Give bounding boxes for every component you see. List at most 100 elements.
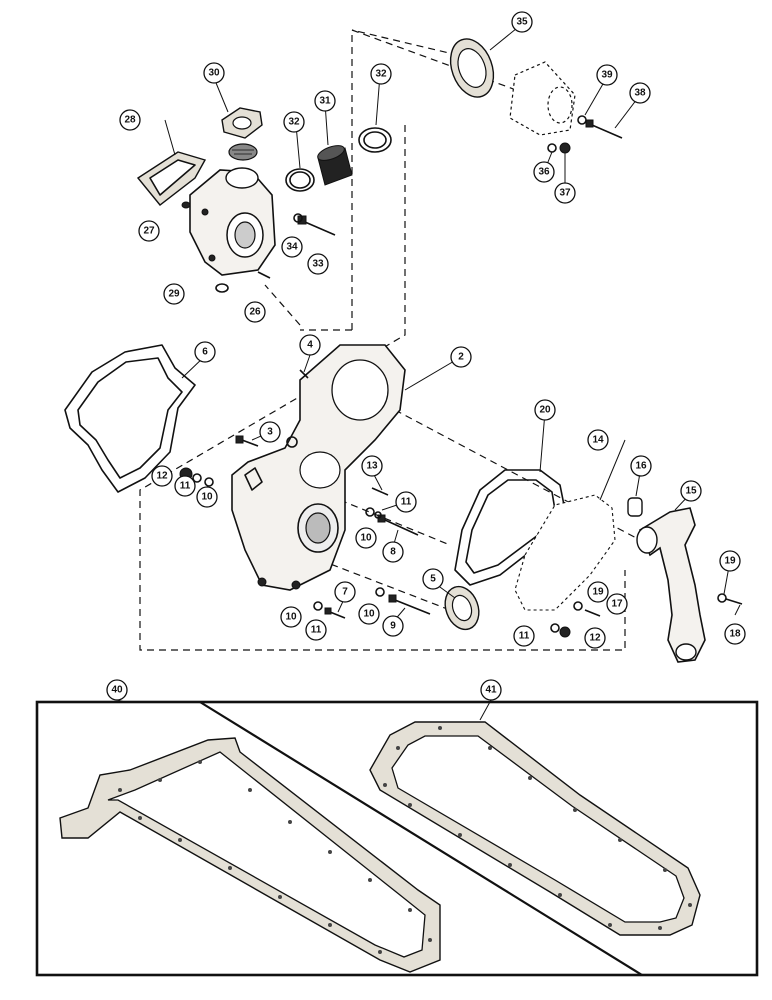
bolt-7 [324, 607, 346, 619]
callout-11a: 11 [174, 475, 196, 497]
callout-37: 37 [554, 182, 576, 204]
svg-text:11: 11 [519, 631, 530, 642]
timing-gasket-6 [64, 344, 196, 493]
svg-text:28: 28 [124, 115, 136, 126]
callout-18: 18 [724, 623, 746, 645]
svg-text:26: 26 [249, 307, 261, 318]
svg-text:40: 40 [111, 685, 123, 696]
svg-text:6: 6 [202, 347, 208, 358]
callout-10a: 10 [196, 486, 218, 508]
callout-11d: 11 [513, 625, 535, 647]
svg-text:20: 20 [539, 405, 551, 416]
bolt-18 [717, 593, 743, 605]
svg-text:18: 18 [729, 629, 741, 640]
svg-text:15: 15 [685, 486, 697, 497]
washer-36 [547, 143, 557, 153]
callout-36: 36 [533, 161, 555, 183]
nut-37 [559, 142, 571, 154]
gasket-kit-box [35, 700, 759, 977]
bolt-8 [377, 514, 419, 536]
plug-27 [181, 201, 191, 209]
callout-9: 9 [382, 615, 404, 637]
callout-28: 28 [119, 109, 141, 131]
thermostat-screen [228, 143, 258, 161]
bolt-9 [388, 594, 431, 615]
callout-16: 16 [630, 455, 652, 477]
seal-35 [449, 38, 495, 98]
callout-12a: 12 [151, 465, 173, 487]
svg-text:10: 10 [360, 533, 372, 544]
svg-text:12: 12 [156, 471, 168, 482]
callout-27: 27 [138, 220, 160, 242]
callout-32b: 32 [370, 63, 392, 85]
hose-clamp-32a [285, 168, 315, 192]
svg-text:34: 34 [286, 242, 298, 253]
svg-text:36: 36 [538, 167, 550, 178]
svg-text:4: 4 [307, 340, 313, 351]
hardware-19-17 [550, 601, 601, 638]
bolt-38 [585, 119, 623, 139]
callout-29: 29 [163, 283, 185, 305]
svg-text:14: 14 [592, 435, 604, 446]
bolt-13 [371, 487, 389, 496]
callout-40: 40 [106, 679, 128, 701]
callout-6: 6 [194, 341, 216, 363]
stud-26 [257, 271, 271, 279]
svg-text:27: 27 [143, 226, 155, 237]
callout-3: 3 [259, 421, 281, 443]
callout-5: 5 [422, 568, 444, 590]
gasket-30 [221, 107, 263, 139]
callout-4: 4 [299, 334, 321, 356]
callout-11b: 11 [395, 491, 417, 513]
svg-text:10: 10 [285, 612, 297, 623]
callout-10b: 10 [355, 527, 377, 549]
gasket-28 [136, 151, 207, 206]
svg-text:7: 7 [342, 587, 348, 598]
svg-text:30: 30 [208, 68, 220, 79]
svg-text:32: 32 [288, 117, 300, 128]
water-pump-body [189, 167, 276, 276]
callout-35: 35 [511, 11, 533, 33]
svg-text:35: 35 [516, 17, 528, 28]
cover-14 [514, 494, 616, 611]
washer-34 [293, 213, 303, 223]
oil-pan-gasket-40 [59, 737, 441, 973]
svg-text:5: 5 [430, 574, 436, 585]
o-ring-29 [215, 283, 229, 293]
callout-10d: 10 [358, 603, 380, 625]
oil-pan-gasket-41 [369, 721, 701, 936]
callout-7: 7 [334, 581, 356, 603]
washer-39 [577, 115, 587, 125]
svg-text:11: 11 [311, 625, 322, 636]
timing-cover-2 [231, 344, 406, 591]
callout-13: 13 [361, 455, 383, 477]
callout-38: 38 [629, 82, 651, 104]
callout-19b: 19 [719, 550, 741, 572]
svg-text:29: 29 [168, 289, 180, 300]
callout-14: 14 [587, 429, 609, 451]
svg-text:19: 19 [592, 587, 604, 598]
seal-5 [444, 585, 480, 631]
callout-15: 15 [680, 480, 702, 502]
callout-11c: 11 [305, 619, 327, 641]
callout-8: 8 [382, 541, 404, 563]
svg-text:32: 32 [375, 69, 387, 80]
callout-33: 33 [307, 253, 329, 275]
svg-text:2: 2 [458, 352, 464, 363]
callout-17: 17 [606, 593, 628, 615]
outlet-pipe-15 [636, 507, 706, 663]
svg-text:8: 8 [390, 547, 396, 558]
svg-text:17: 17 [611, 599, 623, 610]
bolt-3 [235, 435, 259, 447]
svg-text:9: 9 [390, 621, 396, 632]
svg-text:38: 38 [634, 88, 646, 99]
callout-32a: 32 [283, 111, 305, 133]
svg-text:3: 3 [267, 427, 273, 438]
svg-text:13: 13 [366, 461, 378, 472]
callout-12b: 12 [584, 627, 606, 649]
svg-text:33: 33 [312, 259, 324, 270]
svg-text:12: 12 [589, 633, 601, 644]
bolt-33 [297, 215, 336, 236]
gasket-holes [118, 726, 692, 954]
